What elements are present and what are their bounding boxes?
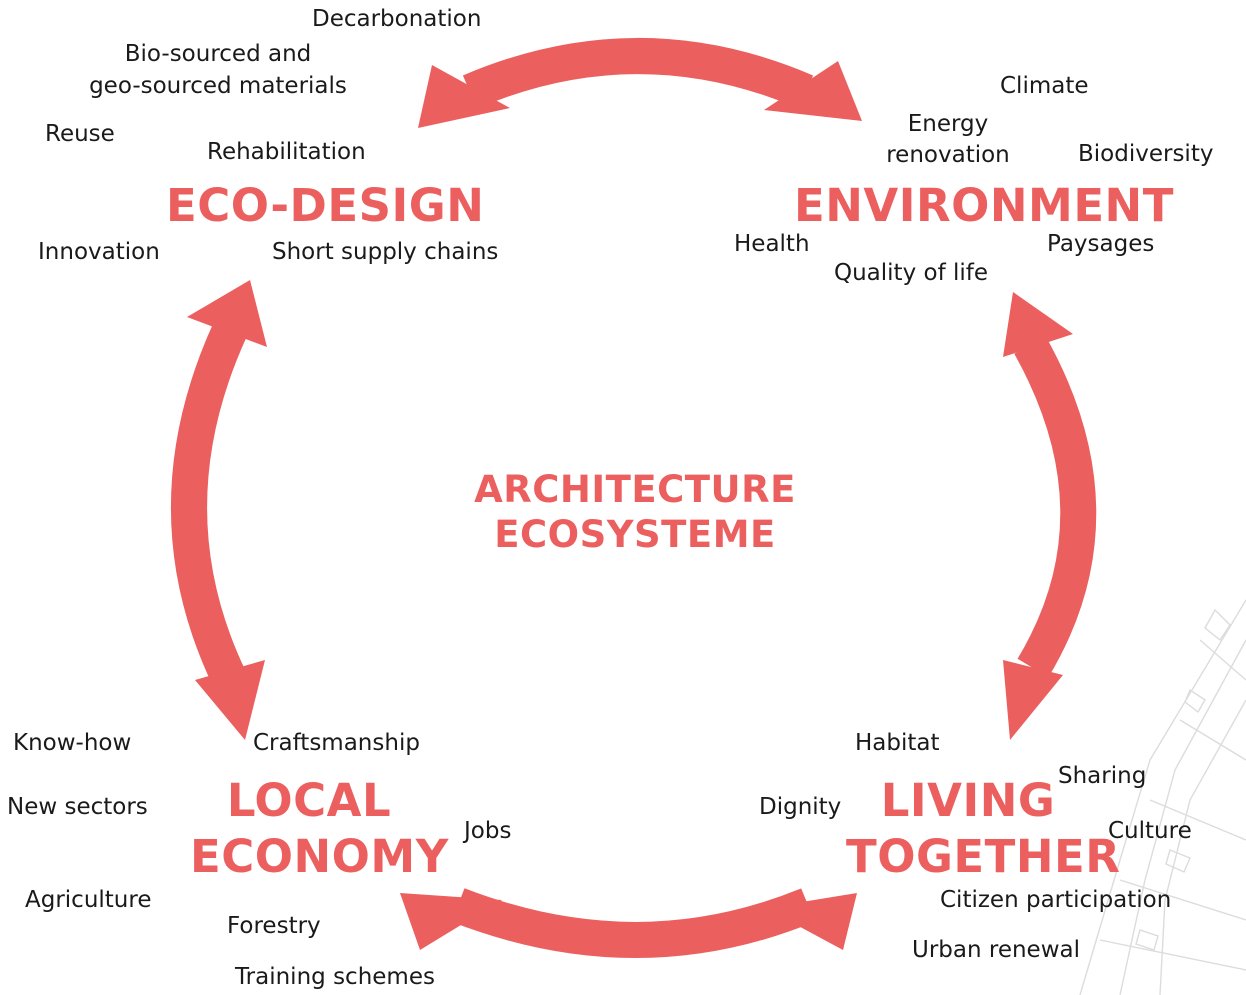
arrow-head-right-bottom [1003, 660, 1063, 740]
environment-heading: ENVIRONMENT [794, 179, 1174, 232]
arrow-head-bottom-right [765, 893, 857, 950]
local-economy-heading-line2: ECONOMY [190, 830, 449, 883]
keyword-know-how: Know-how [13, 730, 132, 756]
keyword-paysages: Paysages [1047, 231, 1155, 257]
arrow-head-top-left [418, 65, 510, 128]
keyword-health: Health [734, 231, 810, 257]
arrow-head-left-top [187, 280, 267, 347]
keyword-innovation: Innovation [38, 239, 160, 265]
keyword-energy-line2: renovation [886, 142, 1010, 168]
keyword-habitat: Habitat [855, 730, 940, 756]
keyword-biodiversity: Biodiversity [1078, 141, 1214, 167]
keyword-short-supply-chains: Short supply chains [272, 239, 499, 265]
keyword-craftsmanship: Craftsmanship [253, 730, 420, 756]
keyword-climate: Climate [1000, 73, 1089, 99]
arrow-head-top-right [764, 61, 862, 121]
keyword-citizen-participation: Citizen participation [940, 887, 1172, 913]
keyword-training-schemes: Training schemes [235, 964, 435, 990]
arrow-head-bottom-left [400, 893, 502, 950]
keyword-materials-line2: geo-sourced materials [89, 73, 347, 99]
arrow-left-body [171, 322, 247, 688]
arrow-bottom-body [451, 888, 815, 958]
keyword-sharing: Sharing [1058, 763, 1147, 789]
living-together-heading-line2: TOGETHER [846, 830, 1121, 883]
keyword-forestry: Forestry [227, 913, 321, 939]
keyword-rehabilitation: Rehabilitation [207, 139, 366, 165]
keyword-agriculture: Agriculture [25, 887, 152, 913]
local-economy-heading-line1: LOCAL [226, 774, 392, 827]
keyword-energy-line1: Energy [907, 111, 989, 137]
arrow-top-body [462, 38, 814, 109]
living-together-heading-line1: LIVING [880, 774, 1056, 827]
keyword-urban-renewal: Urban renewal [912, 937, 1080, 963]
keyword-quality-of-life: Quality of life [834, 260, 989, 286]
eco-design-heading: ECO-DESIGN [166, 179, 485, 232]
center-title-line2: ECOSYSTEME [494, 513, 776, 556]
keyword-culture: Culture [1108, 818, 1192, 844]
keyword-reuse: Reuse [45, 121, 115, 147]
keyword-dignity: Dignity [759, 794, 842, 820]
arrow-head-left-bottom [195, 660, 265, 740]
arrow-head-right-top [1003, 292, 1073, 357]
center-title-line1: ARCHITECTURE [474, 468, 796, 511]
keyword-decarbonation: Decarbonation [312, 6, 482, 32]
keyword-new-sectors: New sectors [7, 794, 148, 820]
arrow-right-body [1014, 336, 1097, 678]
keyword-jobs: Jobs [464, 818, 512, 844]
keyword-materials-line1: Bio-sourced and [124, 41, 312, 67]
